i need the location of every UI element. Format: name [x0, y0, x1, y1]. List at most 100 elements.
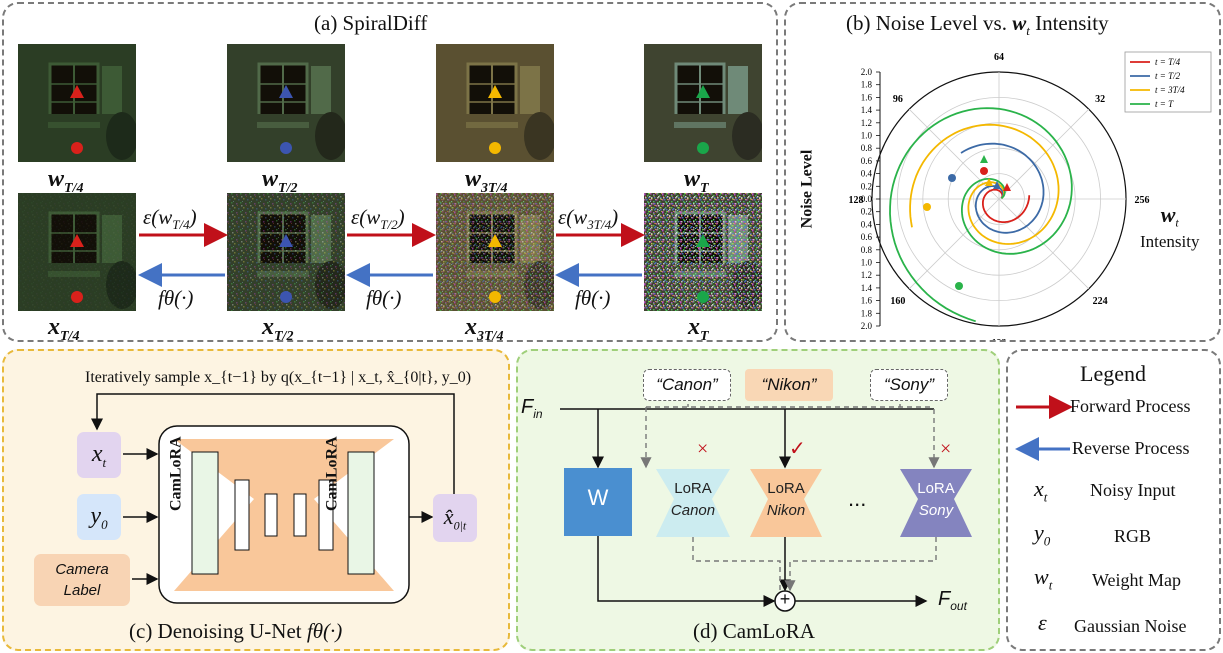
radial-tick-label: 0.8 [861, 143, 873, 153]
radial-tick-label: 0.8 [861, 245, 873, 255]
unet-diagram [91, 393, 455, 604]
prompt-canon: “Canon” [643, 369, 731, 401]
angular-tick-label: 256 [1135, 195, 1150, 206]
radial-tick-label: 0.4 [861, 169, 873, 179]
panel-a-title: (a) SpiralDiff [314, 11, 428, 35]
legend-wt-text: Weight Map [1092, 570, 1182, 590]
legend-arrows [1015, 395, 1073, 461]
radial-tick-label: 1.6 [861, 92, 873, 102]
w-matrix-box [564, 468, 632, 536]
series-marker-triangle [993, 181, 1001, 189]
series-marker-circle [948, 174, 956, 182]
series-line [889, 107, 1073, 323]
output-x0-box: x̂0|t [433, 494, 477, 542]
series-line [981, 188, 1031, 224]
radial-tick-label: 0.6 [861, 156, 873, 166]
label-x-t4: xT/4 [48, 314, 80, 344]
radial-tick-label: 1.4 [861, 283, 873, 293]
label-w-3t4: w3T/4 [465, 166, 508, 196]
radial-axis-label: Noise Level [798, 149, 816, 229]
legend-reverse-text: Reverse Process [1072, 438, 1190, 458]
weight-map-1 [18, 44, 136, 162]
radial-tick-label: 1.4 [861, 105, 873, 115]
input-y0-box: y0 [77, 494, 121, 540]
radial-tick-label: 0.6 [861, 232, 873, 242]
series-marker-triangle [985, 178, 993, 186]
forward-label-3: ε(w3T/4) [558, 205, 619, 233]
angular-tick-label: 32 [1095, 94, 1105, 105]
chart-legend: t = T/4 t = T/2 t = 3T/4 t = T [1124, 51, 1212, 113]
noisy-input-1 [18, 193, 136, 311]
radial-tick-label: 1.2 [861, 270, 872, 280]
prompt-nikon: “Nikon” [745, 369, 833, 401]
panel-d-title: (d) CamLoRA [693, 619, 815, 643]
angular-tick-label: 160 [890, 296, 905, 307]
radial-tick-label: 1.8 [861, 80, 873, 90]
legend-entry: t = T/4 [1155, 57, 1181, 67]
legend-y0-text: RGB [1114, 526, 1152, 546]
legend-eps-sym: ε [1038, 610, 1047, 635]
camlora-diagram [560, 397, 972, 612]
angular-tick-label: 128 [849, 195, 864, 206]
loop-arrow [91, 393, 455, 509]
label-x-t: xT [688, 314, 709, 344]
legend-wt-sym: wt [1034, 564, 1053, 593]
panel-noise-level: (b) Noise Level vs. wt Intensity [784, 2, 1221, 342]
lora-canon-shape [656, 469, 730, 537]
legend-entry: t = 3T/4 [1155, 85, 1185, 95]
angular-tick-label: 64 [994, 52, 1004, 63]
process-arrows [138, 223, 645, 287]
noisy-input-3 [436, 193, 554, 311]
radial-tick-label: 1.8 [861, 308, 873, 318]
series-line [909, 123, 1060, 245]
lora-sony-shape [900, 469, 972, 537]
radial-tick-label: 1.6 [861, 296, 873, 306]
sampling-loop-text: Iteratively sample x_{t−1} by q(x_{t−1} … [85, 369, 472, 386]
legend-panel: Legend [1006, 349, 1221, 651]
reverse-label-2: fθ(·) [366, 286, 402, 310]
weight-map-3 [436, 44, 554, 162]
w-label: W [587, 485, 609, 510]
radial-tick-label: 2.0 [861, 321, 873, 331]
forward-label-2: ε(wT/2) [351, 205, 405, 233]
legend-forward-text: Forward Process [1070, 396, 1191, 416]
angular-tick-label: 192 [992, 338, 1007, 340]
weight-map-2 [227, 44, 345, 162]
series-marker-triangle [1003, 183, 1011, 191]
label-x-t2: xT/2 [262, 314, 294, 344]
radial-tick-label: 0.2 [861, 207, 872, 217]
radial-tick-label: 1.0 [861, 131, 873, 141]
angle-axis-label: wt Intensity [1140, 202, 1200, 252]
grid-spoke [908, 198, 1000, 290]
legend-entry: t = T [1155, 99, 1174, 109]
legend-entry: t = T/2 [1155, 71, 1181, 81]
grid-spoke [998, 108, 1090, 200]
reject-mark-canon: × [697, 438, 709, 460]
label-w-t4: wT/4 [48, 166, 84, 196]
reverse-label-1: fθ(·) [158, 286, 194, 310]
panel-b-title: (b) Noise Level vs. wt Intensity [846, 11, 1109, 39]
panel-c-title: (c) Denoising U-Net fθ(·) [129, 619, 343, 643]
radial-tick-label: 0.2 [861, 181, 872, 191]
label-w-t: wT [684, 166, 709, 196]
ellipsis: ... [848, 486, 867, 511]
reverse-label-3: fθ(·) [575, 286, 611, 310]
series-marker-circle [980, 167, 988, 175]
lora-nikon-shape [750, 469, 822, 537]
plus-sign: + [779, 589, 791, 609]
weight-map-4 [644, 44, 762, 162]
radial-tick-label: 0.4 [861, 219, 873, 229]
angular-tick-label: 96 [893, 94, 903, 105]
radial-tick-label: 0.0 [861, 194, 873, 204]
reject-mark-sony: × [940, 438, 952, 460]
legend-eps-text: Gaussian Noise [1074, 616, 1187, 636]
forward-label-1: ε(wT/4) [143, 205, 197, 233]
legend-y0-sym: y0 [1034, 520, 1051, 549]
f-out-label: Fout [938, 588, 967, 613]
noisy-input-2 [227, 193, 345, 311]
label-w-t2: wT/2 [262, 166, 298, 196]
